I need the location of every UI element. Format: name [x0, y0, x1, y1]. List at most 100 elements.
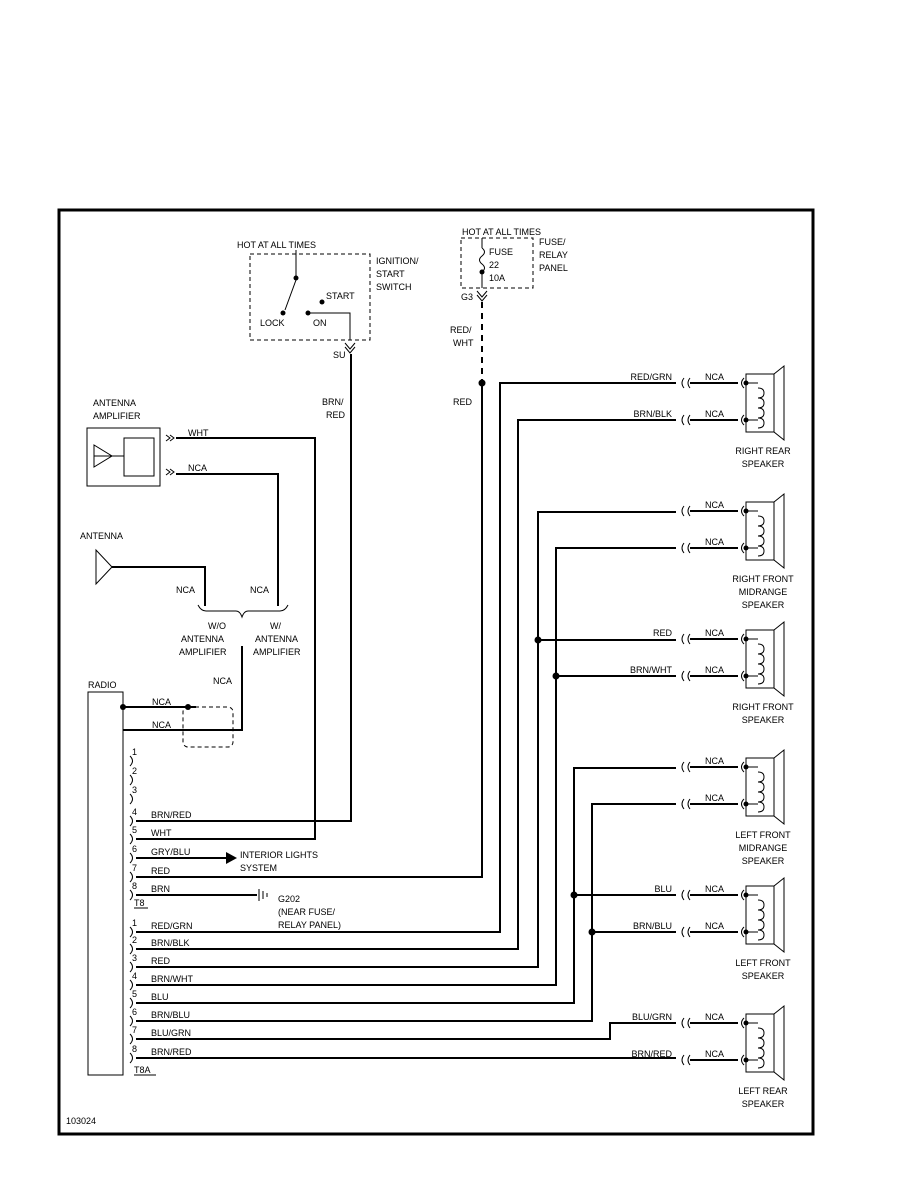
connector-icon — [681, 926, 691, 938]
connector-icon — [681, 633, 691, 645]
wire-red-grn — [136, 382, 676, 933]
pin-connector-icon — [129, 871, 133, 883]
speaker-wire-color: BRN/RED — [631, 1049, 672, 1059]
connector-icon — [741, 1054, 745, 1066]
pin-number: 8 — [132, 881, 137, 891]
option-without-2: ANTENNA — [181, 634, 224, 644]
radio-antenna-nca-2: NCA — [152, 720, 171, 730]
antenna-icon — [95, 548, 113, 586]
speaker-name: LEFT FRONT — [735, 830, 791, 840]
antenna: ANTENNA NCA NCA W/O ANTENNA AMPLIFIER W/… — [80, 531, 301, 686]
wire-blu-grn — [136, 1022, 676, 1040]
pin-number: 2 — [132, 935, 137, 945]
connector-icon — [741, 542, 745, 554]
fuse-relay-panel-box — [460, 237, 534, 289]
radio-label: RADIO — [88, 680, 117, 690]
speaker-wire-color: RED/GRN — [630, 372, 672, 382]
pin-connector-icon — [129, 926, 133, 938]
ground-label-1: G202 — [278, 894, 300, 904]
speaker-coil-icon — [757, 1027, 765, 1069]
speaker-nca-label: NCA — [705, 921, 724, 931]
fuse-rating: 10A — [489, 273, 505, 283]
connector-icon — [681, 1054, 691, 1066]
ignition-name-3: SWITCH — [376, 282, 412, 292]
connector-icon — [741, 414, 745, 426]
pin-connector-icon — [129, 889, 133, 901]
antenna-amplifier-box — [86, 427, 161, 487]
wire-nca-antenna — [112, 566, 206, 606]
option-nca: NCA — [213, 676, 232, 686]
radio-antenna-wire-2 — [123, 646, 243, 731]
wire-brn-red-ignition — [136, 354, 352, 822]
speaker-name: SPEAKER — [742, 1099, 785, 1109]
pin-number: 1 — [132, 918, 137, 928]
pin-wire-color: BRN — [151, 884, 170, 894]
connector-icon — [741, 798, 745, 810]
wire-brn-wht — [136, 547, 676, 986]
shielded-cable — [182, 706, 234, 748]
speaker-name: SPEAKER — [742, 600, 785, 610]
pin-number: 6 — [132, 1007, 137, 1017]
pin-wire-color: WHT — [151, 828, 172, 838]
interior-lights-label-1: INTERIOR LIGHTS — [240, 850, 318, 860]
fuse-wire-color-2: WHT — [453, 338, 474, 348]
speaker-name: RIGHT FRONT — [732, 702, 794, 712]
connector-icon — [681, 377, 691, 389]
speaker-wire-color: RED — [653, 628, 673, 638]
pin-connector-icon — [129, 961, 133, 973]
connector-icon — [681, 798, 691, 810]
ground-label-3: RELAY PANEL) — [278, 920, 341, 930]
connector-icon — [681, 505, 691, 517]
speaker-nca-label: NCA — [705, 756, 724, 766]
diagram-frame — [57, 208, 815, 1136]
fuse-hot-label: HOT AT ALL TIMES — [462, 227, 541, 237]
option-without-3: AMPLIFIER — [179, 647, 227, 657]
speaker-nca-label: NCA — [705, 665, 724, 675]
connector-icon — [681, 1017, 691, 1029]
connector-icon — [741, 1017, 745, 1029]
connector-icon — [741, 889, 745, 901]
speaker-name: RIGHT REAR — [735, 446, 791, 456]
amp-nca-label: NCA — [188, 463, 207, 473]
option-with-1: W/ — [270, 621, 281, 631]
ignition-switch-box — [249, 253, 371, 341]
fuse-panel-name-2: RELAY — [539, 250, 568, 260]
pin-connector-icon — [129, 774, 133, 786]
pin-wire-color: BRN/WHT — [151, 974, 193, 984]
antenna-nca-right: NCA — [250, 585, 269, 595]
pin-connector-icon — [129, 1033, 133, 1045]
wire-red-fuse — [136, 382, 483, 878]
speaker-wire-color: BLU/GRN — [632, 1012, 672, 1022]
antenna-amplifier-name-2: AMPLIFIER — [93, 411, 141, 421]
speaker-nca-label: NCA — [705, 500, 724, 510]
fuse-wire-color-1: RED/ — [450, 325, 472, 335]
speaker-coil-icon — [757, 515, 765, 557]
antenna-amplifier-name-1: ANTENNA — [93, 398, 136, 408]
connector-icon — [741, 505, 745, 517]
speaker-nca-label: NCA — [705, 884, 724, 894]
wire-red-speaker — [136, 511, 676, 968]
wire-nca-amplifier — [176, 473, 279, 606]
pin-connector-icon — [129, 1015, 133, 1027]
pin-connector-icon — [129, 852, 133, 864]
connector-icon — [741, 670, 745, 682]
interior-lights-arrow — [226, 852, 237, 864]
speaker-name: MIDRANGE — [739, 587, 788, 597]
pin-number: 4 — [132, 971, 137, 981]
pin-number: 6 — [132, 844, 137, 854]
pin-connector-icon — [129, 1052, 133, 1064]
pin-wire-color: BLU/GRN — [151, 1028, 191, 1038]
option-with-2: ANTENNA — [255, 634, 298, 644]
pin-wire-color: BRN/BLU — [151, 1010, 190, 1020]
figure-id: 103024 — [66, 1116, 96, 1126]
pin-wire-color: BLU — [151, 992, 169, 1002]
speaker-coil-icon — [757, 771, 765, 813]
speaker-name: LEFT REAR — [738, 1086, 788, 1096]
pin-number: 3 — [132, 785, 137, 795]
connector-icon — [681, 542, 691, 554]
speaker-name: SPEAKER — [742, 971, 785, 981]
interior-lights-label-2: SYSTEM — [240, 863, 277, 873]
